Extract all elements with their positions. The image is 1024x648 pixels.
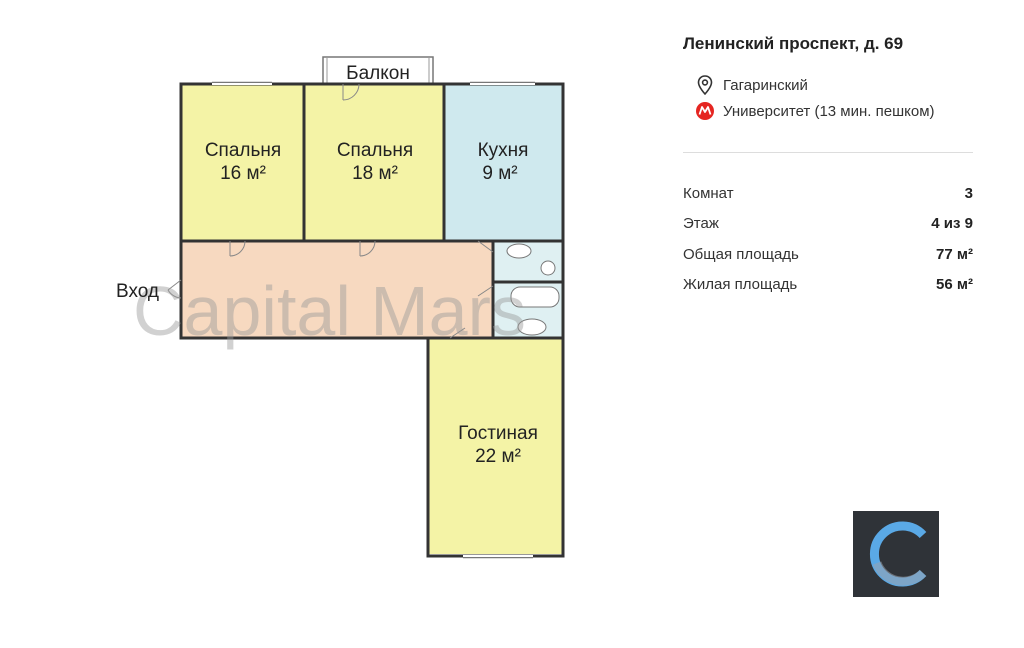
bedroom-1-name: Спальня [205,140,281,161]
stat-label: Комнат [683,185,734,202]
stat-value: 56 м² [936,276,973,293]
bathroom-fixtures [506,243,560,336]
entrance-label: Вход [116,281,159,302]
capital-mars-logo-icon[interactable] [853,511,939,597]
listing-address: Ленинский проспект, д. 69 [683,34,904,53]
location-pin-icon [695,75,715,95]
kitchen-area-label: 9 м² [482,163,517,184]
stat-label: Общая площадь [683,246,799,263]
floor-plan: Балкон C [116,56,565,559]
kitchen-name: Кухня [478,140,529,161]
living-room-name: Гостиная [458,423,538,444]
bedroom-2-area [305,85,444,241]
doors [167,83,494,339]
kitchen-area [445,85,563,241]
living-room-area [429,338,563,554]
stat-label: Этаж [683,215,719,232]
watermark: Capital Mars [133,272,526,350]
bedroom-2-name: Спальня [337,140,413,161]
divider [683,152,973,153]
balcony [322,56,434,85]
hallway-area [182,242,493,337]
bedroom-1-area-label: 16 м² [220,163,266,184]
stat-value: 3 [964,185,973,202]
metro-icon [695,101,715,121]
metro-station: Университет (13 мин. пешком) [723,102,935,120]
bedroom-2-area-label: 18 м² [352,163,398,184]
stat-label: Жилая площадь [683,276,798,293]
bedroom-1-area [182,85,304,241]
district-row: Гагаринский [695,75,808,95]
windows [212,83,535,557]
balcony-label: Балкон [346,63,410,84]
living-room-area-label: 22 м² [475,446,521,467]
district-name: Гагаринский [723,76,808,94]
stat-value: 77 м² [936,246,973,263]
metro-row: Университет (13 мин. пешком) [695,101,935,121]
stat-value: 4 из 9 [931,215,973,232]
